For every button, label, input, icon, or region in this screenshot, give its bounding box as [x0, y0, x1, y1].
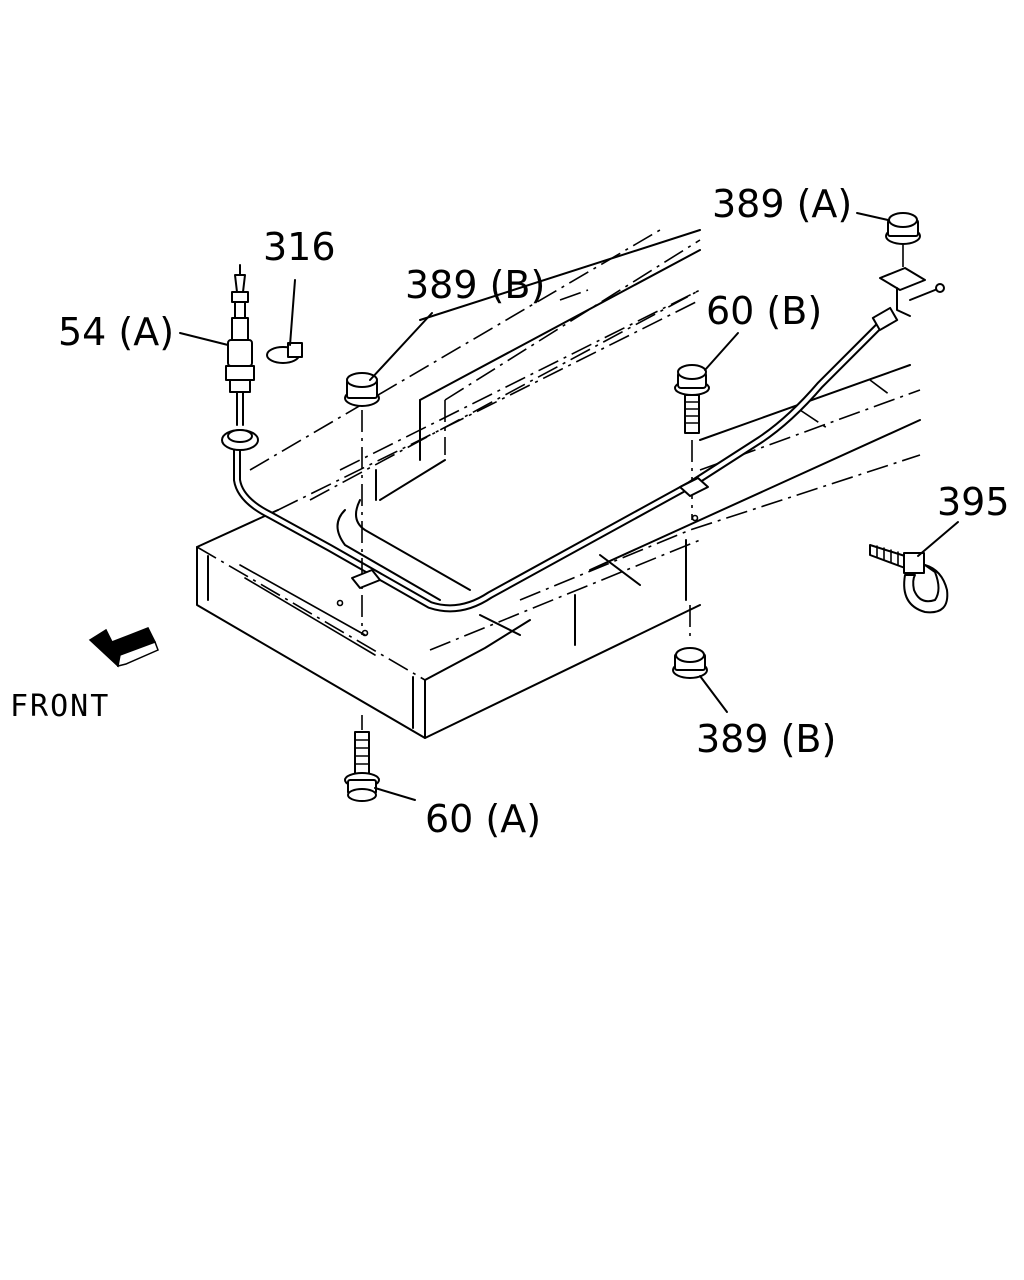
nut-389a: [871, 212, 945, 332]
label-316: 316: [263, 225, 336, 269]
label-389b-top: 389 (B): [405, 263, 545, 307]
front-arrow-icon: [88, 627, 159, 668]
bolt-60a: [344, 715, 380, 802]
clip-316: [266, 342, 303, 364]
leader-lines: [179, 212, 959, 801]
nut-389b-top: [344, 372, 381, 635]
frame-body: [196, 229, 921, 739]
sensor-54a: [221, 264, 259, 451]
bolt-60b: [674, 364, 710, 520]
label-front: FRONT: [10, 689, 110, 724]
nut-389b-bottom: [672, 647, 708, 679]
cable-tie-395: [869, 544, 949, 614]
label-389b-bottom: 389 (B): [696, 717, 836, 761]
label-54a: 54 (A): [58, 310, 174, 354]
label-395: 395: [937, 480, 1010, 524]
label-60a: 60 (A): [425, 797, 541, 841]
label-389a: 389 (A): [712, 182, 852, 226]
cable-assembly: [233, 321, 884, 613]
label-60b: 60 (B): [706, 289, 822, 333]
